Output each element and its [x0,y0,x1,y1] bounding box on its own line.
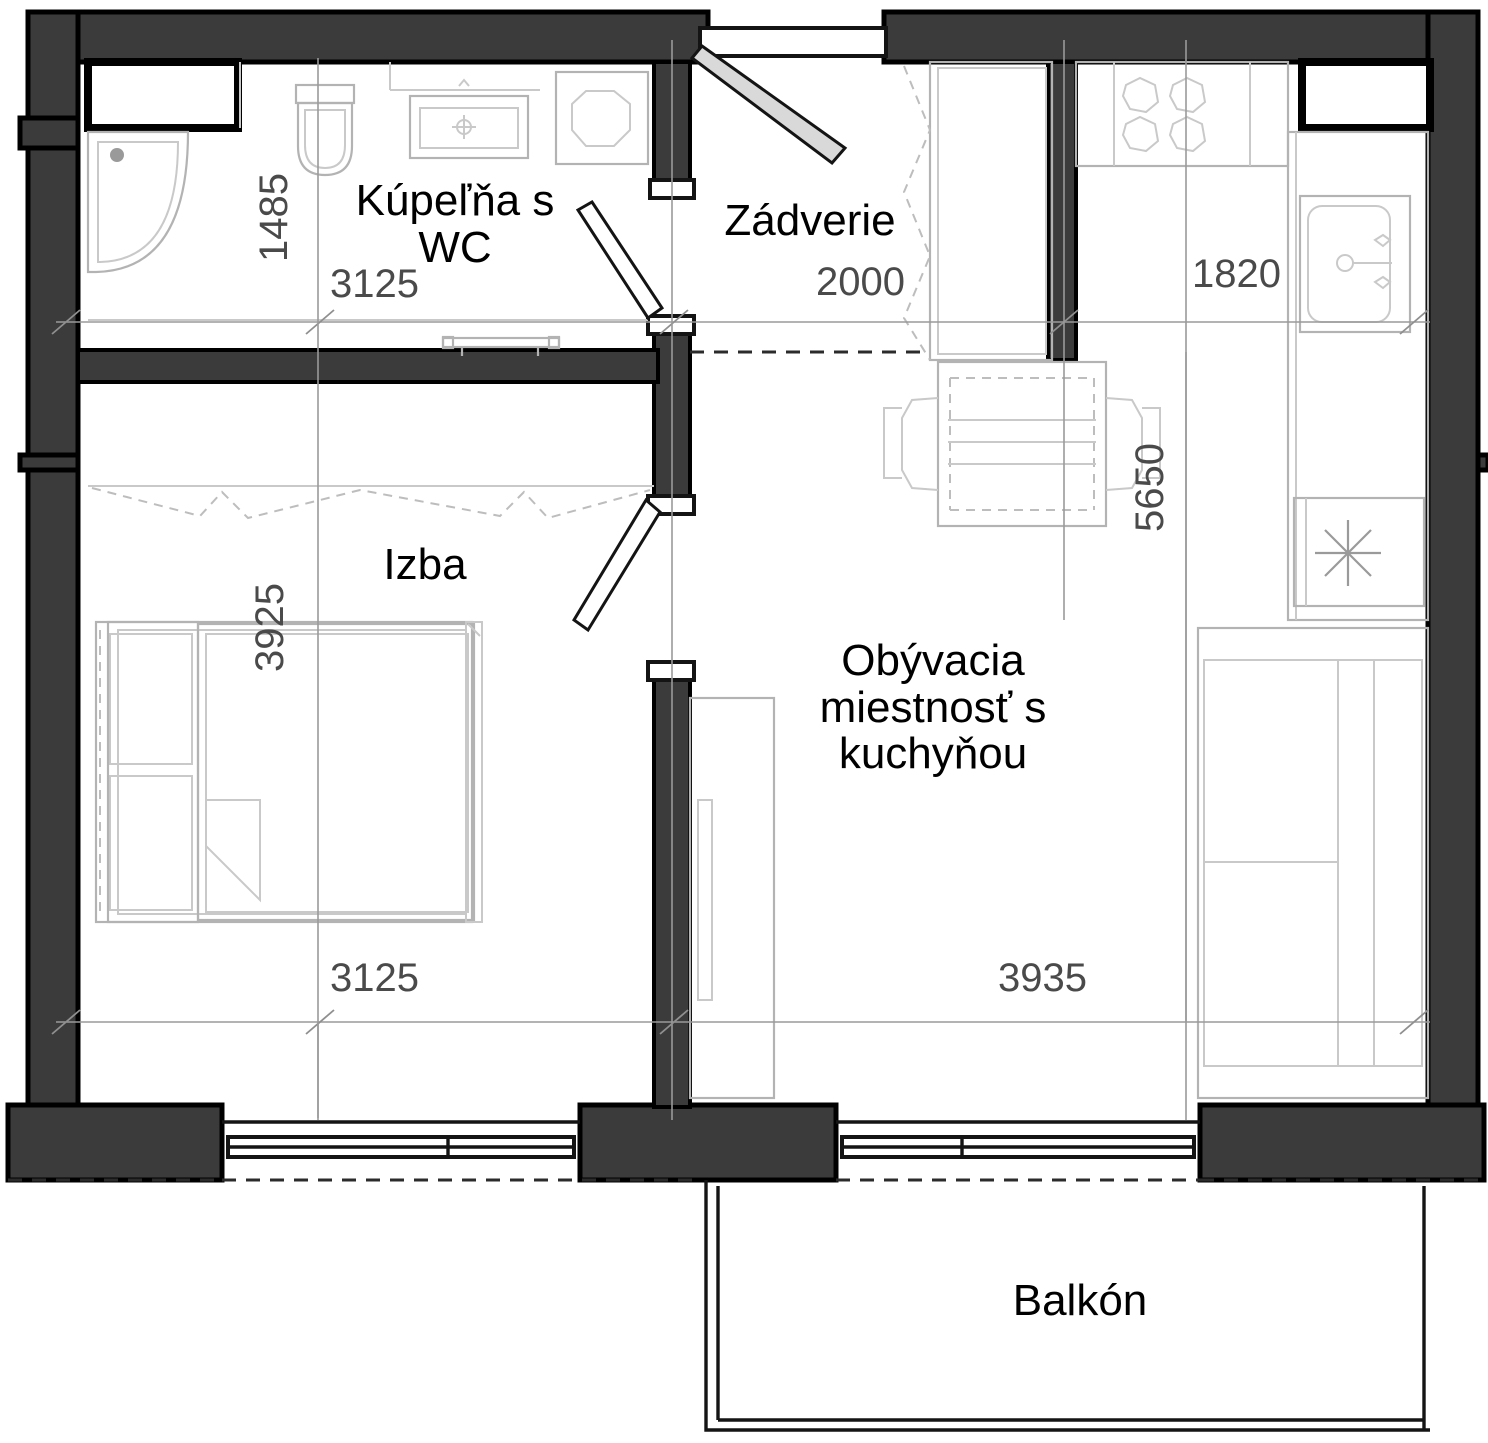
bedroom-door-swing [572,497,662,633]
kitchen-sink [1298,194,1412,334]
washbasin-vanity [408,78,530,160]
radiator [441,335,561,356]
bedroom-wardrobe [94,620,200,924]
bedroom-window [222,1120,580,1159]
dining-table-with-chairs [883,360,1161,528]
balcony [704,1180,1430,1432]
entrance-door-swing [689,26,888,166]
sofa [1196,626,1430,1100]
double-bed [106,620,483,924]
kitchen-fixtures [1074,60,1430,1100]
wall-niches [84,58,1434,132]
living-balcony-door [836,1120,1200,1159]
stove-burner-symbol [1292,496,1426,608]
windows [222,1120,1200,1159]
dimension-lines [51,40,1430,1120]
exterior-walls [5,9,1488,1183]
four-burner-cooktop [1121,76,1207,153]
bathroom-fixtures [86,62,650,356]
washing-machine [554,70,650,166]
interior-walls [76,60,1078,1109]
living-room-cupboard [688,696,776,1100]
bedroom-furniture [88,485,654,924]
shower-tray [86,130,190,274]
wc-toilet [294,83,356,177]
vestibule-furniture [902,60,1054,362]
bathroom-door-swing [575,199,665,321]
